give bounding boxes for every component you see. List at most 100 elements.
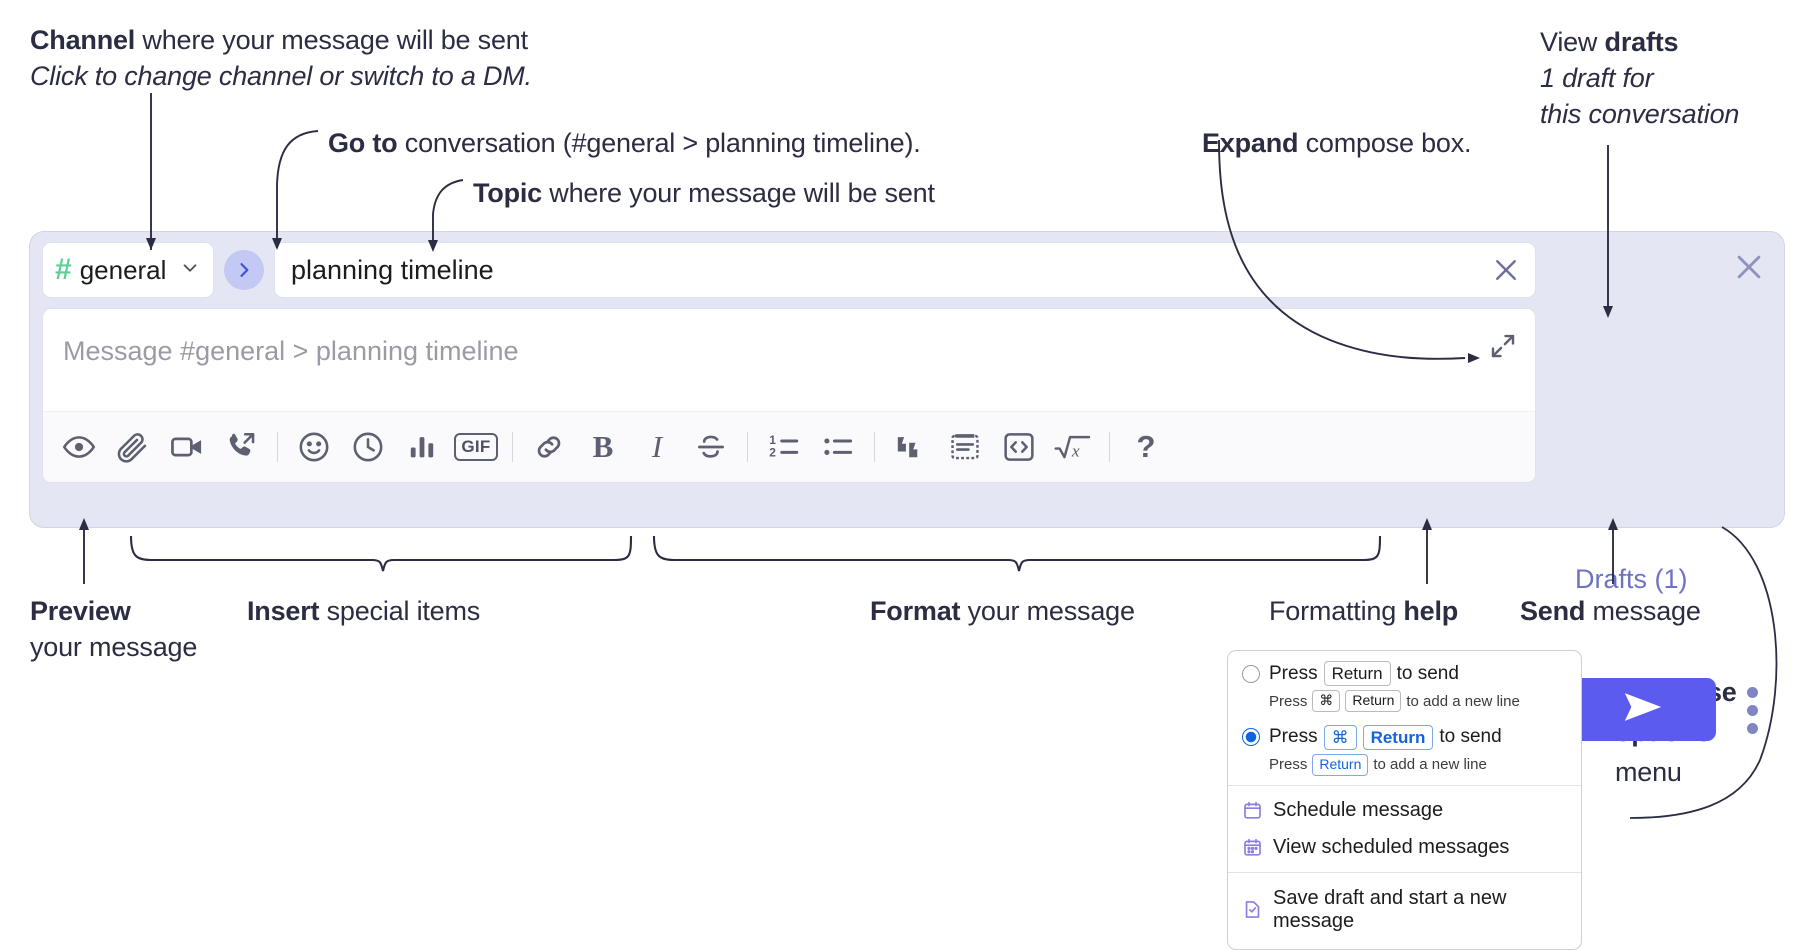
option1-pre: Press <box>1269 662 1318 684</box>
gif-icon[interactable]: GIF <box>454 425 498 469</box>
annotation-expand: Expand compose box. <box>1202 125 1472 161</box>
emoji-icon[interactable] <box>292 425 336 469</box>
compose-main-area: # general planning timeline Message #gen… <box>42 242 1536 483</box>
help-label: ? <box>1136 429 1156 464</box>
menu-item-label: View scheduled messages <box>1273 835 1510 858</box>
clock-icon[interactable] <box>346 425 390 469</box>
close-compose-button[interactable] <box>1732 250 1766 289</box>
menu-item-save-draft[interactable]: Save draft and start a new message <box>1228 880 1581 940</box>
annotation-help-bold: help <box>1403 596 1459 626</box>
option2-key-cmd: ⌘ <box>1323 724 1357 750</box>
message-input[interactable]: Message #general > planning timeline <box>42 308 1536 483</box>
clear-topic-icon[interactable] <box>1491 255 1521 285</box>
channel-name: general <box>79 254 167 285</box>
option1-key-return: Return <box>1323 661 1391 687</box>
annotation-drafts-line3: this conversation <box>1540 99 1740 129</box>
option2-key-return: Return <box>1362 724 1434 750</box>
menu-group-schedule: Schedule message View scheduled messages <box>1228 786 1581 872</box>
annotation-drafts-bold: drafts <box>1604 27 1679 57</box>
svg-text:1: 1 <box>769 433 776 447</box>
ordered-list-icon[interactable]: 1 2 <box>762 425 806 469</box>
annotation-send-bold: Send <box>1520 596 1586 626</box>
annotation-goto-bold: Go to <box>328 128 398 158</box>
annotation-topic-bold: Topic <box>473 178 542 208</box>
option2-post: to send <box>1439 726 1502 748</box>
code-block-icon[interactable] <box>943 425 987 469</box>
annotation-format-bold: Format <box>870 596 961 626</box>
strikethrough-icon[interactable] <box>689 425 733 469</box>
link-icon[interactable] <box>527 425 571 469</box>
calendar-list-icon <box>1242 837 1263 858</box>
attachment-icon[interactable] <box>111 425 155 469</box>
send-option-2[interactable]: Press ⌘ Return to send Press Return to a… <box>1228 721 1581 785</box>
annotation-drafts-line2: 1 draft for <box>1540 63 1654 93</box>
formatting-toolbar: GIF B I 1 <box>43 411 1535 482</box>
goto-conversation-button[interactable] <box>224 250 264 290</box>
channel-selector[interactable]: # general <box>42 242 214 298</box>
hash-icon: # <box>55 253 72 286</box>
annotation-insert-rest: special items <box>319 596 481 626</box>
option2-sub-pre: Press <box>1269 756 1308 774</box>
menu-divider <box>1228 871 1581 873</box>
annotation-channel-sub: Click to change channel or switch to a D… <box>30 61 532 91</box>
annotation-expand-bold: Expand <box>1202 128 1299 158</box>
menu-item-label: Save draft and start a new message <box>1273 886 1507 932</box>
bold-icon[interactable]: B <box>581 425 625 469</box>
send-button[interactable] <box>1570 678 1716 741</box>
option1-sub-key-cmd: ⌘ <box>1312 690 1341 712</box>
drafts-link[interactable]: Drafts (1) <box>1575 564 1688 594</box>
help-icon[interactable]: ? <box>1124 425 1168 469</box>
option2-sub-post: to add a new line <box>1373 756 1487 774</box>
gif-label: GIF <box>454 433 498 461</box>
send-icon <box>1618 687 1668 732</box>
send-option-1[interactable]: Press Return to send Press ⌘ Return to a… <box>1228 651 1581 721</box>
toolbar-separator <box>277 432 278 462</box>
annotation-compose-options-line3: menu <box>1615 757 1682 787</box>
toolbar-separator <box>747 432 748 462</box>
svg-text:x: x <box>1071 441 1080 460</box>
annotation-send-rest: message <box>1585 596 1701 626</box>
option1-sub-post: to add a new line <box>1406 692 1520 710</box>
menu-item-view-scheduled-messages[interactable]: View scheduled messages <box>1228 829 1581 866</box>
code-icon[interactable] <box>997 425 1041 469</box>
annotation-channel-rest: where your message will be sent <box>135 25 528 55</box>
radio-unselected[interactable] <box>1242 664 1260 683</box>
annotation-preview-rest: your message <box>30 632 198 662</box>
annotation-format-rest: your message <box>960 596 1135 626</box>
annotation-send: Send message <box>1520 593 1701 629</box>
poll-icon[interactable] <box>400 425 444 469</box>
option2-pre: Press <box>1269 726 1318 748</box>
bulleted-list-icon[interactable] <box>816 425 860 469</box>
annotation-drafts-pre: View <box>1540 27 1605 57</box>
annotation-expand-rest: compose box. <box>1298 128 1472 158</box>
annotation-channel: Channel where your message will be sent … <box>30 22 650 94</box>
option1-post: to send <box>1396 662 1459 684</box>
annotation-topic-rest: where your message will be sent <box>542 178 935 208</box>
menu-item-schedule-message[interactable]: Schedule message <box>1228 792 1581 829</box>
expand-compose-icon[interactable] <box>1488 331 1518 366</box>
radio-selected[interactable] <box>1242 728 1260 747</box>
annotation-preview: Preview your message <box>30 593 250 665</box>
video-icon[interactable] <box>165 425 209 469</box>
toolbar-separator <box>874 432 875 462</box>
math-icon[interactable]: x <box>1051 425 1095 469</box>
kebab-dot <box>1746 686 1758 698</box>
annotation-help-pre: Formatting <box>1269 596 1404 626</box>
chevron-right-icon <box>234 260 254 280</box>
italic-label: I <box>651 429 663 464</box>
annotation-goto-rest: conversation (#general > planning timeli… <box>397 128 921 158</box>
preview-icon[interactable] <box>57 425 101 469</box>
option1-sub-key-return: Return <box>1345 690 1402 712</box>
blockquote-icon[interactable] <box>889 425 933 469</box>
menu-group-draft: Save draft and start a new message <box>1228 873 1581 949</box>
svg-text:2: 2 <box>769 446 776 460</box>
annotation-help: Formatting help <box>1269 593 1458 629</box>
italic-icon[interactable]: I <box>635 425 679 469</box>
compose-options-button[interactable] <box>1737 682 1767 738</box>
annotation-topic: Topic where your message will be sent <box>473 175 935 211</box>
topic-input[interactable]: planning timeline <box>274 242 1536 298</box>
chevron-down-icon <box>179 257 201 284</box>
bold-label: B <box>592 429 614 464</box>
audio-call-icon[interactable] <box>219 425 263 469</box>
toolbar-separator <box>512 432 513 462</box>
